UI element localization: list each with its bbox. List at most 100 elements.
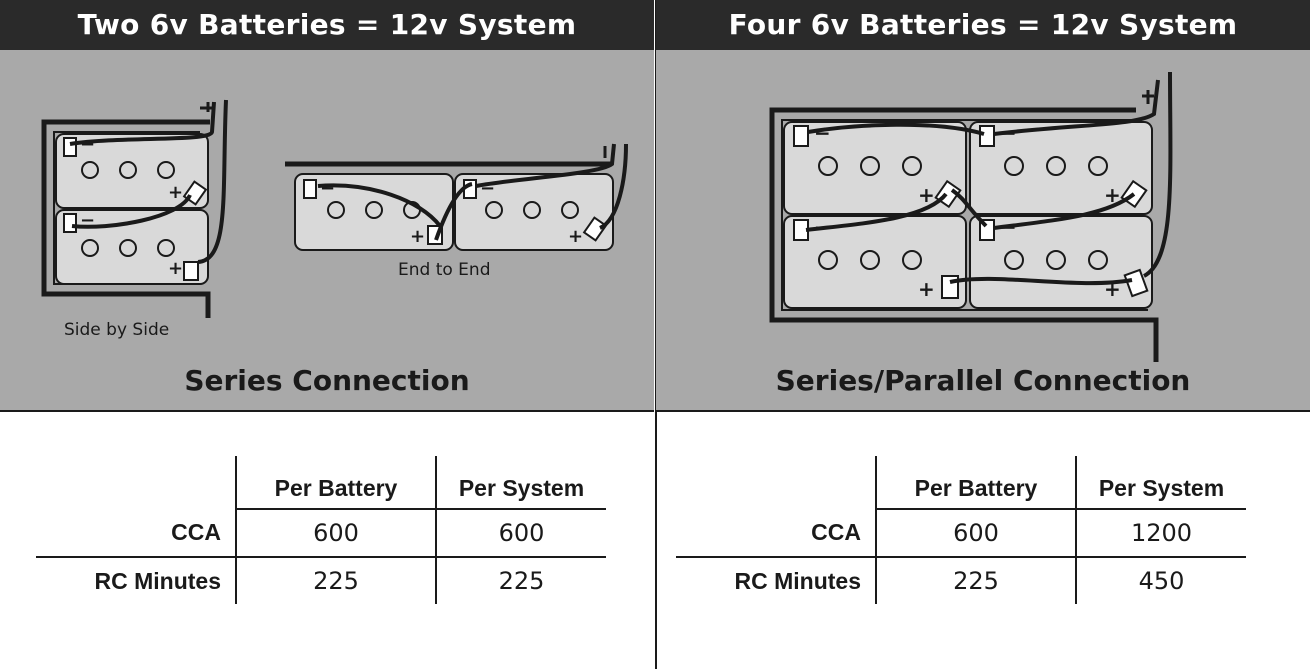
parallel-pos-cable xyxy=(949,276,1133,286)
tray-hook xyxy=(1142,90,1154,104)
cell-value: 600 xyxy=(235,508,436,557)
main-pos-cable xyxy=(1142,71,1173,278)
plus-sign: + xyxy=(918,183,935,207)
series-panel: Two 6v Batteries = 12v System xyxy=(0,0,654,669)
minus-sign: − xyxy=(1000,215,1017,239)
end-jumper-cable xyxy=(317,182,473,241)
cell-cap xyxy=(157,161,175,179)
negative-terminal xyxy=(979,125,995,147)
row-label: CCA xyxy=(171,519,221,545)
row-label: RC Minutes xyxy=(676,556,876,604)
table-header-row: Per Battery Per System xyxy=(676,456,1246,509)
plus-sign: + xyxy=(568,226,583,247)
cell-value: 1200 xyxy=(1075,508,1246,557)
cell-cap xyxy=(902,250,922,270)
cell-value: 225 xyxy=(235,556,436,604)
cell-cap xyxy=(1046,156,1066,176)
table-corner xyxy=(36,456,236,509)
cell-caps xyxy=(818,156,1108,270)
series-diagram-svg: − − + + − − + + xyxy=(41,99,628,318)
series-connection-title: Series Connection xyxy=(184,364,470,397)
minus-sign: − xyxy=(814,215,831,239)
plus-sign: + xyxy=(168,182,183,203)
minus-sign: − xyxy=(80,134,95,155)
side-tray-hook xyxy=(200,102,212,112)
series-jumper-cable xyxy=(993,192,1136,230)
table-row: CCA 600 1200 xyxy=(676,508,1246,557)
cell-value: 225 xyxy=(435,556,606,604)
end-battery-left xyxy=(294,173,454,251)
positive-terminal xyxy=(582,216,608,242)
minus-sign: − xyxy=(80,210,95,231)
minus-sign: − xyxy=(480,178,495,199)
cell-cap xyxy=(157,239,175,257)
cell-cap xyxy=(485,201,503,219)
positive-terminal xyxy=(1123,268,1149,298)
tray-outer xyxy=(769,107,1159,362)
cell-cap xyxy=(1088,156,1108,176)
series-parallel-panel: Four 6v Batteries = 12v System xyxy=(656,0,1310,669)
negative-terminal xyxy=(303,179,317,199)
cell-cap xyxy=(81,239,99,257)
cell-value: 600 xyxy=(875,508,1076,557)
cell-cap xyxy=(561,201,579,219)
minus-sign: − xyxy=(1000,121,1017,145)
cell-cap xyxy=(1046,250,1066,270)
plus-sign: + xyxy=(918,277,935,301)
plus-sign: + xyxy=(410,226,425,247)
plus-sign: + xyxy=(168,258,183,279)
cell-cap xyxy=(81,161,99,179)
side-battery-top xyxy=(55,133,209,209)
row-label: CCA xyxy=(811,519,861,545)
battery xyxy=(969,121,1153,215)
main-neg-cable xyxy=(993,79,1160,136)
series-parallel-diagram-svg: − − − − + + + + xyxy=(769,71,1173,362)
negative-terminal xyxy=(63,213,77,233)
end-main-cable-pos xyxy=(598,143,628,230)
end-to-end-group xyxy=(285,143,628,251)
side-tray xyxy=(41,119,211,318)
series-diagram: − − + + − − + + Side by Side End to End … xyxy=(0,50,654,412)
column-header: Per System xyxy=(435,456,606,509)
series-header: Two 6v Batteries = 12v System xyxy=(0,0,654,50)
table-row: RC Minutes 225 225 xyxy=(36,556,606,604)
series-spec-table: Per Battery Per System CCA 600 600 RC Mi… xyxy=(36,456,606,604)
positive-terminal xyxy=(183,261,199,281)
side-by-side-caption: Side by Side xyxy=(64,320,170,340)
table-row: RC Minutes 225 450 xyxy=(676,556,1246,604)
cell-cap xyxy=(523,201,541,219)
cell-cap xyxy=(1004,156,1024,176)
column-header: Per System xyxy=(1075,456,1246,509)
side-jumper-cable xyxy=(71,193,192,229)
cell-cap xyxy=(365,201,383,219)
side-by-side-group xyxy=(41,99,228,318)
negative-terminal xyxy=(63,137,77,157)
cell-cap xyxy=(119,239,137,257)
cell-cap xyxy=(860,156,880,176)
cell-cap xyxy=(327,201,345,219)
side-main-cable-neg xyxy=(69,101,216,146)
plus-sign: + xyxy=(1104,277,1121,301)
series-parallel-connection-title: Series/Parallel Connection xyxy=(775,364,1191,397)
table-corner xyxy=(676,456,876,509)
column-header: Per Battery xyxy=(235,456,436,509)
plus-sign: + xyxy=(1104,183,1121,207)
cables xyxy=(805,71,1173,286)
series-jumper-cable xyxy=(805,192,948,232)
cell-cap xyxy=(902,156,922,176)
side-main-cable-pos xyxy=(197,99,228,264)
row-label: RC Minutes xyxy=(36,556,236,604)
cell-value: 600 xyxy=(435,508,606,557)
cell-cap xyxy=(1088,250,1108,270)
cell-value: 225 xyxy=(875,556,1076,604)
cell-value: 450 xyxy=(1075,556,1246,604)
parallel-neg-cable xyxy=(807,122,985,136)
minus-sign: − xyxy=(320,178,335,199)
series-parallel-header: Four 6v Batteries = 12v System xyxy=(656,0,1310,50)
minus-sign: − xyxy=(814,121,831,145)
tray-inner xyxy=(781,119,1148,311)
battery xyxy=(783,215,967,309)
negative-terminal xyxy=(793,125,809,147)
cell-cap xyxy=(860,250,880,270)
